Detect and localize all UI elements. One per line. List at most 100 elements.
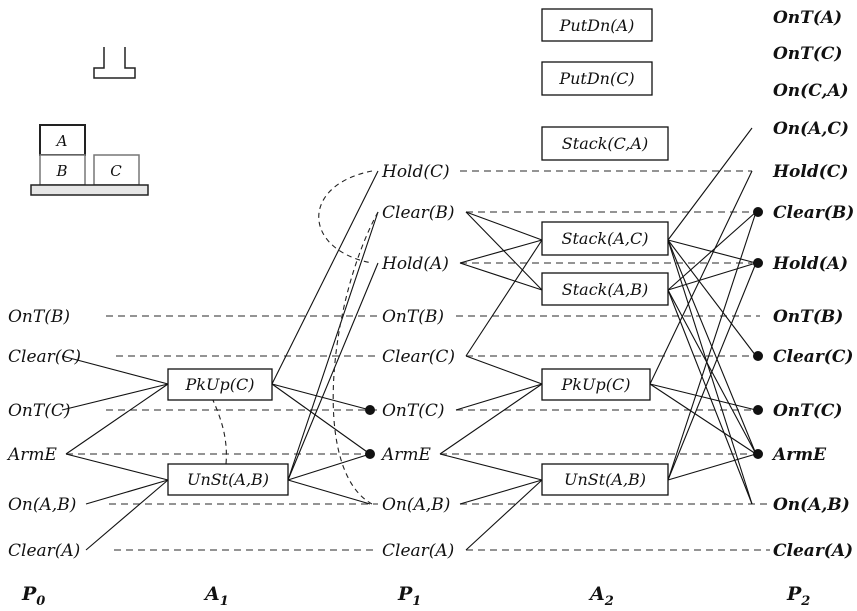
- action-box-a1-pkup-c: [167, 368, 273, 401]
- p1-hold-c: Hold(C): [381, 162, 450, 182]
- negation-dot-p2-ont-c: [753, 405, 763, 415]
- level-label-p0: P0: [21, 583, 45, 609]
- p1-arme: ArmE: [380, 445, 432, 465]
- edge-p1-hold-a-to-stack-a-c: [459, 239, 543, 264]
- edge-pkup-c-to-not-arme: [271, 383, 371, 455]
- action-box-a2-unst-a-b: [541, 463, 669, 496]
- edge-p1-ont-c-to-pkup-c: [455, 383, 543, 411]
- p2-on-a-b: On(A,B): [773, 495, 850, 515]
- action-label-a2-putdn-c: PutDn(C): [558, 69, 634, 88]
- p1-clear-b: Clear(B): [382, 203, 455, 223]
- mutex-clear-b-on-a-b: [332, 211, 379, 505]
- edge-pkup-c-to-not-ont-c: [649, 383, 757, 411]
- action-box-a2-stack-a-b: [541, 272, 669, 306]
- table-surface: [30, 184, 149, 196]
- p2-ont-c-top: OnT(C): [773, 44, 842, 64]
- action-label-a2-stack-c-a: Stack(C,A): [562, 134, 648, 153]
- action-box-a2-putdn-a: [541, 8, 653, 42]
- action-label-a2-putdn-a: PutDn(A): [559, 16, 635, 35]
- action-label-a2-pkup-c: PkUp(C): [561, 375, 631, 394]
- edge-unst-to-not-arme: [287, 453, 371, 481]
- p2-on-c-a: On(C,A): [773, 81, 849, 101]
- level-p0-sub: 0: [36, 594, 45, 609]
- negation-dot-p1-arme: [365, 449, 375, 459]
- action-label-a2-unst-a-b: UnSt(A,B): [564, 470, 646, 489]
- action-label-a1-unst-a-b: UnSt(A,B): [187, 470, 269, 489]
- level-label-a2: A2: [588, 583, 614, 609]
- edge-p1-hold-a-to-stack-a-b: [459, 262, 543, 291]
- level-a1-base: A: [203, 583, 220, 605]
- p0-propositions: OnT(B) Clear(C) OnT(C) ArmE On(A,B) Clea…: [6, 307, 81, 561]
- level-labels: P0 A1 P1 A2 P2: [21, 583, 810, 609]
- edge-unst-to-not-arme: [667, 453, 757, 481]
- p2-ont-a: OnT(A): [773, 8, 842, 28]
- p2-clear-a: Clear(A): [773, 541, 853, 561]
- action-label-a1-pkup-c: PkUp(C): [185, 375, 255, 394]
- edge-unst-to-not-on-a-b: [287, 479, 371, 505]
- edge-p0-arme-to-pkup-c: [65, 383, 169, 455]
- edge-pkup-c-to-not-arme: [649, 383, 757, 455]
- edge-stack-a-c-to-on-a-c: [667, 127, 753, 241]
- edge-p1-arme-to-pkup-c: [439, 383, 543, 455]
- gripper-icon: [93, 47, 136, 79]
- action-box-a2-putdn-c: [541, 61, 653, 96]
- p2-on-a-c: On(A,C): [773, 119, 849, 139]
- level-label-p1: P1: [397, 583, 421, 609]
- mutex-hold-c-hold-a: [318, 170, 373, 264]
- negation-dot-p2-clear-b: [753, 207, 763, 217]
- persistence-lines: [66, 170, 770, 551]
- p1-ont-b: OnT(B): [382, 307, 444, 327]
- p2-propositions: OnT(A) OnT(C) On(C,A) On(A,C) Hold(C) Cl…: [771, 8, 854, 561]
- level-label-p2: P2: [786, 583, 810, 609]
- p1-hold-a: Hold(A): [381, 254, 449, 274]
- level-p1-base: P: [397, 583, 413, 605]
- level-a2-base: A: [588, 583, 605, 605]
- p2-clear-b: Clear(B): [773, 203, 854, 223]
- block-b-label: B: [55, 162, 67, 180]
- edge-p1-clear-c-to-stack-a-c: [465, 239, 543, 357]
- block-world-illustration: A B C: [30, 47, 149, 196]
- level-1-action-edges: [61, 170, 379, 551]
- edge-pkup-c-to-hold-c: [649, 170, 753, 385]
- negation-dot-p2-clear-c: [753, 351, 763, 361]
- p2-ont-b: OnT(B): [773, 307, 843, 327]
- action-box-a2-stack-c-a: [541, 126, 669, 161]
- p2-clear-c: Clear(C): [773, 347, 853, 367]
- p2-hold-c: Hold(C): [772, 162, 848, 182]
- level-p2-sub: 2: [800, 594, 810, 609]
- edge-p1-arme-to-unst: [439, 453, 543, 481]
- level-p2-base: P: [786, 583, 802, 605]
- edge-p0-on-a-b-to-unst: [85, 479, 169, 505]
- edge-stack-a-b-to-not-hold-a: [667, 262, 757, 291]
- edge-p1-clear-c-to-pkup-c: [465, 355, 543, 385]
- level-2-action-edges: [439, 127, 757, 551]
- level-a2-sub: 2: [604, 594, 614, 609]
- edge-p1-clear-a-to-unst: [465, 479, 543, 551]
- edge-p0-arme-to-unst: [65, 453, 169, 481]
- p2-ont-c: OnT(C): [773, 401, 842, 421]
- edge-stack-a-b-to-on-a-b: [667, 289, 753, 505]
- edge-stack-a-b-to-not-clear-b: [667, 211, 757, 291]
- p0-ont-b: OnT(B): [8, 307, 70, 327]
- level-p1-sub: 1: [412, 594, 421, 609]
- edge-pkup-c-to-not-ont-c: [271, 383, 371, 411]
- edge-p1-on-a-b-to-unst: [459, 479, 543, 505]
- edge-unst-to-clear-b: [287, 211, 379, 481]
- edge-p0-clear-c-to-pkup-c: [61, 355, 169, 385]
- level-label-a1: A1: [203, 583, 229, 609]
- p0-clear-a: Clear(A): [8, 541, 80, 561]
- block-c-label: C: [110, 162, 122, 180]
- action-box-a2-stack-a-c: [541, 221, 669, 256]
- edge-stack-a-c-to-not-clear-c: [667, 239, 757, 357]
- level-p0-base: P: [21, 583, 37, 605]
- edge-unst-to-clear-b: [667, 211, 757, 481]
- edge-unst-to-hold-a: [667, 262, 757, 481]
- p2-arme: ArmE: [771, 445, 827, 465]
- action-label-a2-stack-a-b: Stack(A,B): [562, 280, 648, 299]
- p0-on-a-b: On(A,B): [8, 495, 76, 515]
- negation-markers: [365, 207, 763, 459]
- block-a-label: A: [55, 132, 68, 150]
- edge-stack-a-c-to-on-a-b: [667, 239, 753, 505]
